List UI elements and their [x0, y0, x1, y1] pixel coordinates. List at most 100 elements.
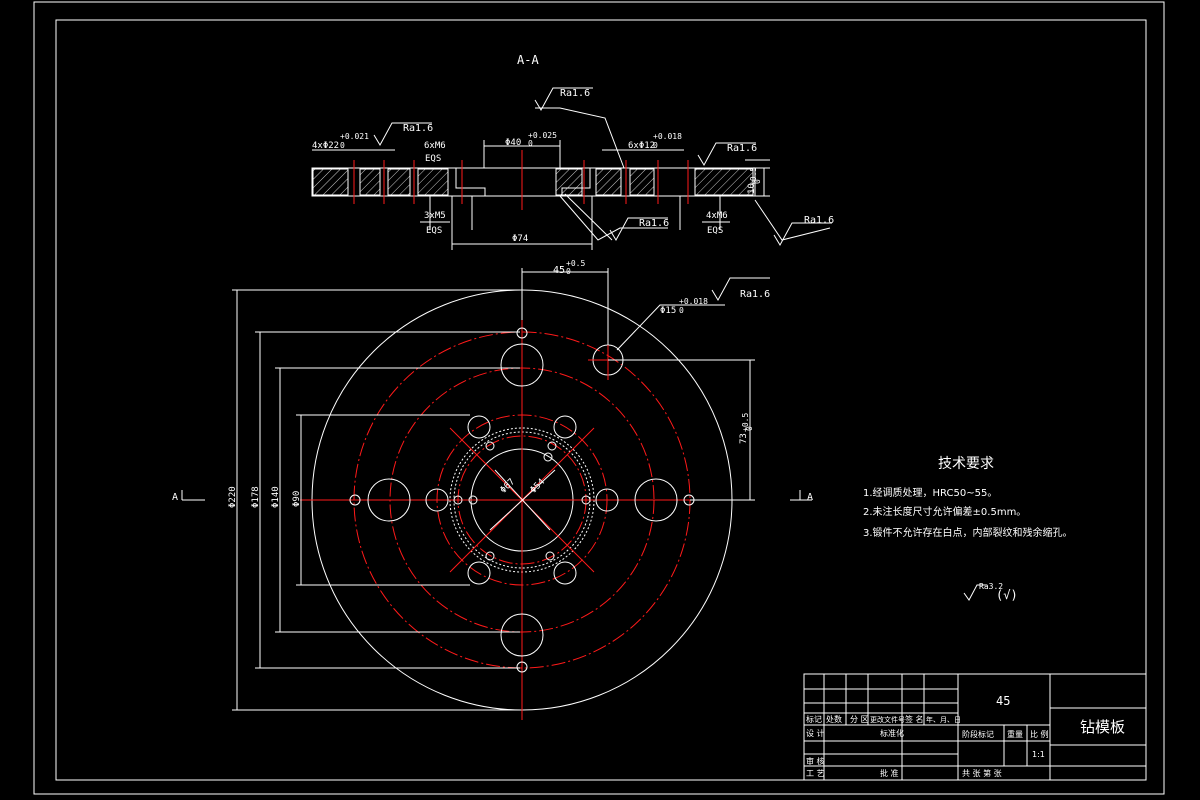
hole-12-b: [595, 488, 619, 512]
hole-12-a: [425, 488, 449, 512]
roughness-left-label: Ra1.6: [403, 123, 433, 134]
hole-6x12-tol: +0.018: [653, 132, 682, 141]
tb-sheets: 共 张 第 张: [962, 768, 1002, 778]
hole-m6-ne: [547, 441, 557, 451]
roughness-right-label: Ra1.6: [727, 143, 757, 154]
eqs-2-label: EQS: [426, 226, 442, 236]
hole-22-left: [367, 478, 411, 522]
roughness-symbol-side: [773, 222, 832, 247]
eqs-1-label: EQS: [425, 154, 441, 164]
hole-m6-sw: [485, 551, 495, 561]
hole-m5-c: [468, 495, 478, 505]
hole-4x22-tol: +0.021: [340, 132, 369, 141]
title-block: 45 钻模板 标记 处数 分 区 更改文件号 签 名 年、月、日 设 计 标准化…: [803, 673, 1147, 781]
tb-row-label-3: 更改文件号: [870, 715, 905, 724]
plan-roughness-label: Ra1.6: [740, 289, 770, 300]
tb-design: 设 计: [806, 728, 825, 738]
section-marker-right: A: [790, 490, 813, 503]
tb-row-label-0: 标记: [806, 714, 822, 724]
tb-approve: 批 准: [880, 768, 899, 778]
roughness-side-label: Ra1.6: [804, 215, 834, 226]
roughness-mid-label: Ra1.6: [639, 218, 669, 229]
diameter-dims: [232, 268, 770, 711]
hole-4x22-label: 4xΦ22: [312, 141, 339, 151]
requirements-title: 技术要求: [938, 456, 994, 472]
dim-140-label: Φ140: [271, 486, 281, 508]
hole-m6-bottom: [516, 661, 528, 673]
roughness-general-label: Ra3.2: [979, 582, 1003, 591]
dim-74-label: Φ74: [512, 234, 528, 244]
hole-22-right: [634, 478, 678, 522]
roughness-symbol-mid: [609, 217, 668, 242]
thickness-label: 10: [747, 183, 757, 194]
hole-m5-b: [581, 495, 591, 505]
hole-15-label: Φ15: [660, 306, 676, 316]
section-title: A-A: [517, 53, 539, 67]
hole-m6-nw: [485, 441, 495, 451]
section-body-outline: [311, 167, 756, 197]
hatch-5: [555, 168, 583, 196]
roughness-symbol-left: [373, 122, 432, 147]
hole-15-tol0: 0: [679, 306, 684, 315]
dim-45-tol: +0.5: [566, 259, 585, 268]
section-marker-left: A: [172, 490, 205, 503]
thread-6xm6-label: 6xM6: [424, 141, 446, 151]
part-name-label: 钻模板: [1080, 718, 1125, 736]
hole-12-c: [467, 415, 491, 439]
hole-4x22-tol0: 0: [340, 141, 345, 150]
plan-view: 45 +0.5 0 Φ15 +0.018 0 Ra1.6 Φ220 Φ178 Φ…: [172, 259, 813, 720]
inner-border: [55, 19, 1147, 781]
hole-6x12-tol0: 0: [653, 141, 658, 150]
tb-weight: 重量: [1007, 729, 1023, 739]
thread-4xm6-label: 4xM6: [706, 211, 728, 221]
technical-requirements: 技术要求 1.经调质处理，HRC50~55。 2.未注长度尺寸允许偏差±0.5m…: [863, 456, 1073, 602]
dim-73-tol: +0.5: [741, 413, 750, 432]
bore-step-r: [561, 168, 591, 196]
hatch-6: [595, 168, 622, 196]
dim-45-tol0: 0: [566, 267, 571, 276]
hole-m6-top: [516, 327, 528, 339]
bore-40-tol: +0.025: [528, 131, 557, 140]
hole-m5-a: [453, 495, 463, 505]
hole-6x12-label: 6xΦ12: [628, 141, 655, 151]
hole-m6-left: [349, 494, 361, 506]
roughness-general-symbol: [963, 584, 987, 601]
tb-row-label-4: 签 名: [905, 714, 924, 724]
hole-m6-se: [545, 551, 555, 561]
thickness-tol0: 0: [753, 179, 762, 184]
dim-73-tol0: 0: [745, 426, 754, 431]
hatch-8: [694, 168, 754, 196]
hole-22-top: [500, 343, 544, 387]
tb-process: 工 艺: [806, 769, 825, 778]
hole-small-ne2: [543, 452, 553, 462]
tb-scale: 1:1: [1032, 750, 1045, 759]
dim-220-label: Φ220: [228, 486, 238, 508]
hatch-4: [417, 168, 449, 196]
tb-review: 审 核: [806, 756, 825, 766]
dim-73-label: 73: [739, 433, 749, 444]
tb-standard: 标准化: [880, 728, 904, 738]
hatch-2: [359, 168, 381, 196]
svg-text:A: A: [172, 492, 178, 503]
hatch-7: [629, 168, 655, 196]
hole-12-d: [553, 415, 577, 439]
requirement-item-1: 1.经调质处理，HRC50~55。: [863, 486, 997, 499]
section-centerlines: [353, 150, 689, 210]
roughness-symbol-right: [697, 142, 756, 167]
thread-3xm5-label: 3xM5: [424, 211, 446, 221]
outer-border: [33, 1, 1165, 795]
thickness-tol: +0.5: [749, 167, 758, 186]
material-label: 45: [996, 694, 1010, 708]
bore-40-tol0: 0: [528, 139, 533, 148]
tb-scale-label: 比 例: [1030, 729, 1049, 739]
tb-row-label-5: 年、月、日: [926, 715, 961, 724]
bore-40-label: Φ40: [505, 138, 521, 148]
roughness-general-paren: (√): [996, 588, 1018, 602]
eqs-3-label: EQS: [707, 226, 723, 236]
dim-178-label: Φ178: [251, 486, 261, 508]
tb-row-label-1: 处数: [826, 714, 842, 724]
hole-12-f: [553, 561, 577, 585]
requirement-item-3: 3.锻件不允许存在白点，内部裂纹和残余缩孔。: [863, 526, 1073, 539]
section-view: A-A: [311, 53, 834, 250]
